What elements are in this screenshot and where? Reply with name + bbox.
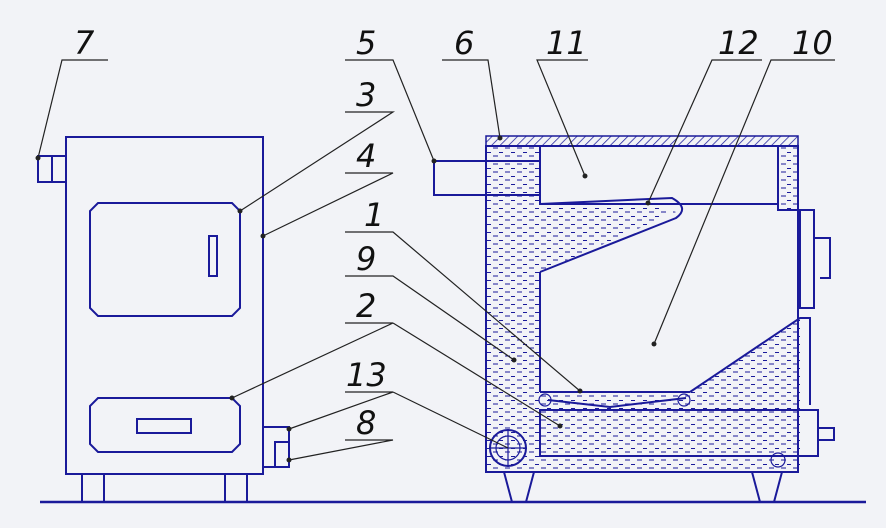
boiler-front-view <box>37 136 290 503</box>
label-10: 10 <box>792 24 833 62</box>
label-7: 7 <box>74 24 95 62</box>
label-4: 4 <box>356 137 376 175</box>
label-9: 9 <box>356 240 376 278</box>
leader-dots <box>35 135 657 463</box>
label-8: 8 <box>356 404 376 442</box>
leader-lines <box>37 59 835 461</box>
label-11: 11 <box>546 24 587 62</box>
label-6: 6 <box>454 24 474 62</box>
boiler-section-view <box>433 135 835 503</box>
label-12: 12 <box>718 24 759 62</box>
label-2: 2 <box>356 287 376 325</box>
label-5: 5 <box>356 24 376 62</box>
label-1: 1 <box>364 196 384 234</box>
label-3: 3 <box>356 76 376 114</box>
label-13: 13 <box>346 356 387 394</box>
